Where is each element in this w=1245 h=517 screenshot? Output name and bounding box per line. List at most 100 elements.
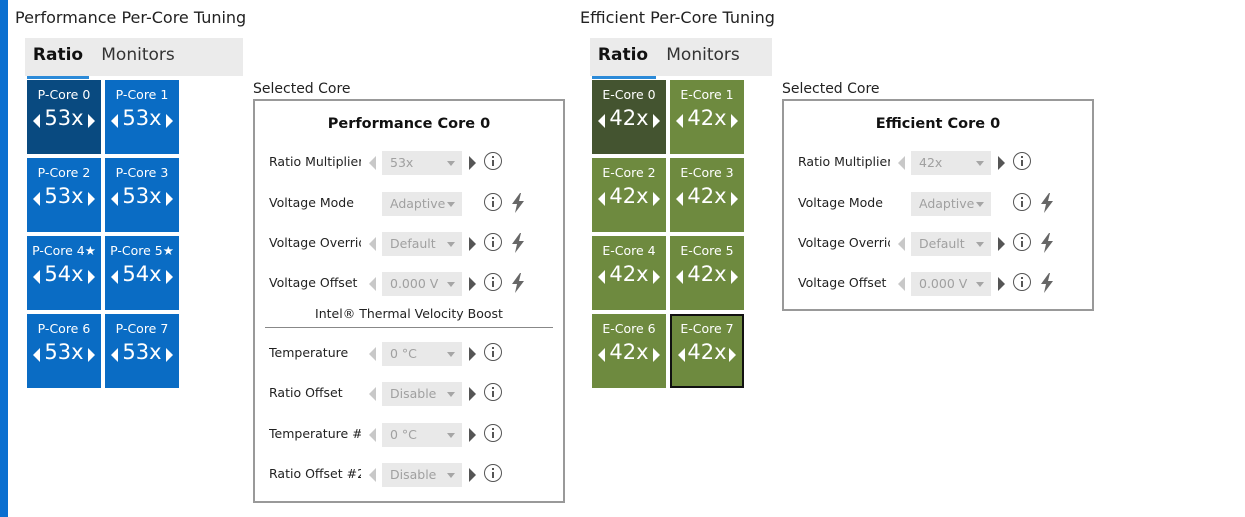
increase-arrow-icon[interactable] (731, 114, 738, 128)
info-circle-icon[interactable] (484, 383, 502, 401)
decrease-arrow-icon[interactable] (111, 348, 118, 362)
decrease-arrow-icon[interactable] (898, 237, 905, 251)
increase-arrow-icon[interactable] (469, 156, 476, 170)
decrease-arrow-icon[interactable] (598, 348, 605, 362)
p-core-3-tile[interactable]: P-Core 3 53x (105, 158, 179, 232)
decrease-arrow-icon[interactable] (898, 156, 905, 170)
performance-tab-ratio[interactable]: Ratio (25, 38, 91, 79)
efficient-tab-ratio[interactable]: Ratio (590, 38, 656, 79)
e-core-2-tile[interactable]: E-Core 2 42x (592, 158, 666, 232)
decrease-arrow-icon[interactable] (33, 192, 40, 206)
p-core-6-tile[interactable]: P-Core 6 53x (27, 314, 101, 388)
increase-arrow-icon[interactable] (653, 114, 660, 128)
p-core-4-tile[interactable]: P-Core 4★ 54x (27, 236, 101, 310)
e-core-1-tile[interactable]: E-Core 1 42x (670, 80, 744, 154)
setting-dropdown[interactable]: 0.000 V (382, 272, 462, 296)
decrease-arrow-icon[interactable] (369, 277, 376, 291)
decrease-arrow-icon[interactable] (598, 192, 605, 206)
decrease-arrow-icon[interactable] (598, 114, 605, 128)
setting-dropdown[interactable]: Disable (382, 382, 462, 406)
increase-arrow-icon[interactable] (731, 270, 738, 284)
info-circle-icon[interactable] (484, 343, 502, 361)
increase-arrow-icon[interactable] (731, 192, 738, 206)
increase-arrow-icon[interactable] (166, 348, 173, 362)
core-ratio-value: 42x (609, 340, 649, 364)
p-core-5-tile[interactable]: P-Core 5★ 54x (105, 236, 179, 310)
e-core-0-tile[interactable]: E-Core 0 42x (592, 80, 666, 154)
setting-dropdown[interactable]: 53x (382, 151, 462, 175)
e-core-4-tile[interactable]: E-Core 4 42x (592, 236, 666, 310)
info-circle-icon[interactable] (484, 233, 502, 251)
increase-arrow-icon[interactable] (653, 348, 660, 362)
increase-arrow-icon[interactable] (166, 192, 173, 206)
p-core-7-tile[interactable]: P-Core 7 53x (105, 314, 179, 388)
increase-arrow-icon[interactable] (166, 270, 173, 284)
increase-arrow-icon[interactable] (469, 277, 476, 291)
increase-arrow-icon[interactable] (88, 114, 95, 128)
decrease-arrow-icon[interactable] (676, 270, 683, 284)
increase-arrow-icon[interactable] (729, 348, 736, 362)
info-circle-icon[interactable] (1013, 152, 1031, 170)
decrease-arrow-icon[interactable] (369, 347, 376, 361)
decrease-arrow-icon[interactable] (598, 270, 605, 284)
decrease-arrow-icon[interactable] (33, 348, 40, 362)
decrease-arrow-icon[interactable] (33, 270, 40, 284)
increase-arrow-icon[interactable] (998, 237, 1005, 251)
increase-arrow-icon[interactable] (88, 192, 95, 206)
p-core-2-tile[interactable]: P-Core 2 53x (27, 158, 101, 232)
info-circle-icon[interactable] (484, 152, 502, 170)
decrease-arrow-icon[interactable] (369, 387, 376, 401)
e-core-5-tile[interactable]: E-Core 5 42x (670, 236, 744, 310)
info-circle-icon[interactable] (484, 424, 502, 442)
increase-arrow-icon[interactable] (653, 192, 660, 206)
setting-dropdown[interactable]: Default (382, 232, 462, 256)
increase-arrow-icon[interactable] (998, 277, 1005, 291)
setting-dropdown[interactable]: 42x (911, 151, 991, 175)
info-circle-icon[interactable] (1013, 273, 1031, 291)
performance-tab-monitors[interactable]: Monitors (95, 38, 181, 76)
decrease-arrow-icon[interactable] (111, 270, 118, 284)
setting-label: Ratio Multiplier (798, 154, 890, 169)
setting-dropdown[interactable]: 0 °C (382, 342, 462, 366)
e-core-6-tile[interactable]: E-Core 6 42x (592, 314, 666, 388)
decrease-arrow-icon[interactable] (678, 348, 685, 362)
info-circle-icon[interactable] (1013, 193, 1031, 211)
decrease-arrow-icon[interactable] (898, 277, 905, 291)
increase-arrow-icon[interactable] (88, 348, 95, 362)
setting-dropdown[interactable]: 0.000 V (911, 272, 991, 296)
increase-arrow-icon[interactable] (166, 114, 173, 128)
setting-dropdown[interactable]: Adaptive (911, 192, 991, 216)
increase-arrow-icon[interactable] (469, 237, 476, 251)
increase-arrow-icon[interactable] (469, 468, 476, 482)
info-circle-icon[interactable] (484, 273, 502, 291)
setting-dropdown[interactable]: Adaptive (382, 192, 462, 216)
decrease-arrow-icon[interactable] (369, 468, 376, 482)
increase-arrow-icon[interactable] (469, 347, 476, 361)
efficient-selected-core-label: Selected Core (782, 81, 880, 97)
decrease-arrow-icon[interactable] (369, 428, 376, 442)
increase-arrow-icon[interactable] (469, 428, 476, 442)
efficient-tab-monitors[interactable]: Monitors (660, 38, 746, 76)
increase-arrow-icon[interactable] (469, 387, 476, 401)
decrease-arrow-icon[interactable] (369, 237, 376, 251)
decrease-arrow-icon[interactable] (33, 114, 40, 128)
increase-arrow-icon[interactable] (88, 270, 95, 284)
lightning-bolt-icon (1041, 273, 1053, 293)
e-core-7-tile[interactable]: E-Core 7 42x (670, 314, 744, 388)
setting-dropdown[interactable]: Disable (382, 463, 462, 487)
p-core-1-tile[interactable]: P-Core 1 53x (105, 80, 179, 154)
info-circle-icon[interactable] (484, 193, 502, 211)
info-circle-icon[interactable] (1013, 233, 1031, 251)
info-circle-icon[interactable] (484, 464, 502, 482)
increase-arrow-icon[interactable] (653, 270, 660, 284)
increase-arrow-icon[interactable] (998, 156, 1005, 170)
decrease-arrow-icon[interactable] (111, 192, 118, 206)
setting-dropdown[interactable]: 0 °C (382, 423, 462, 447)
e-core-3-tile[interactable]: E-Core 3 42x (670, 158, 744, 232)
decrease-arrow-icon[interactable] (369, 156, 376, 170)
decrease-arrow-icon[interactable] (676, 114, 683, 128)
decrease-arrow-icon[interactable] (676, 192, 683, 206)
setting-dropdown[interactable]: Default (911, 232, 991, 256)
p-core-0-tile[interactable]: P-Core 0 53x (27, 80, 101, 154)
decrease-arrow-icon[interactable] (111, 114, 118, 128)
